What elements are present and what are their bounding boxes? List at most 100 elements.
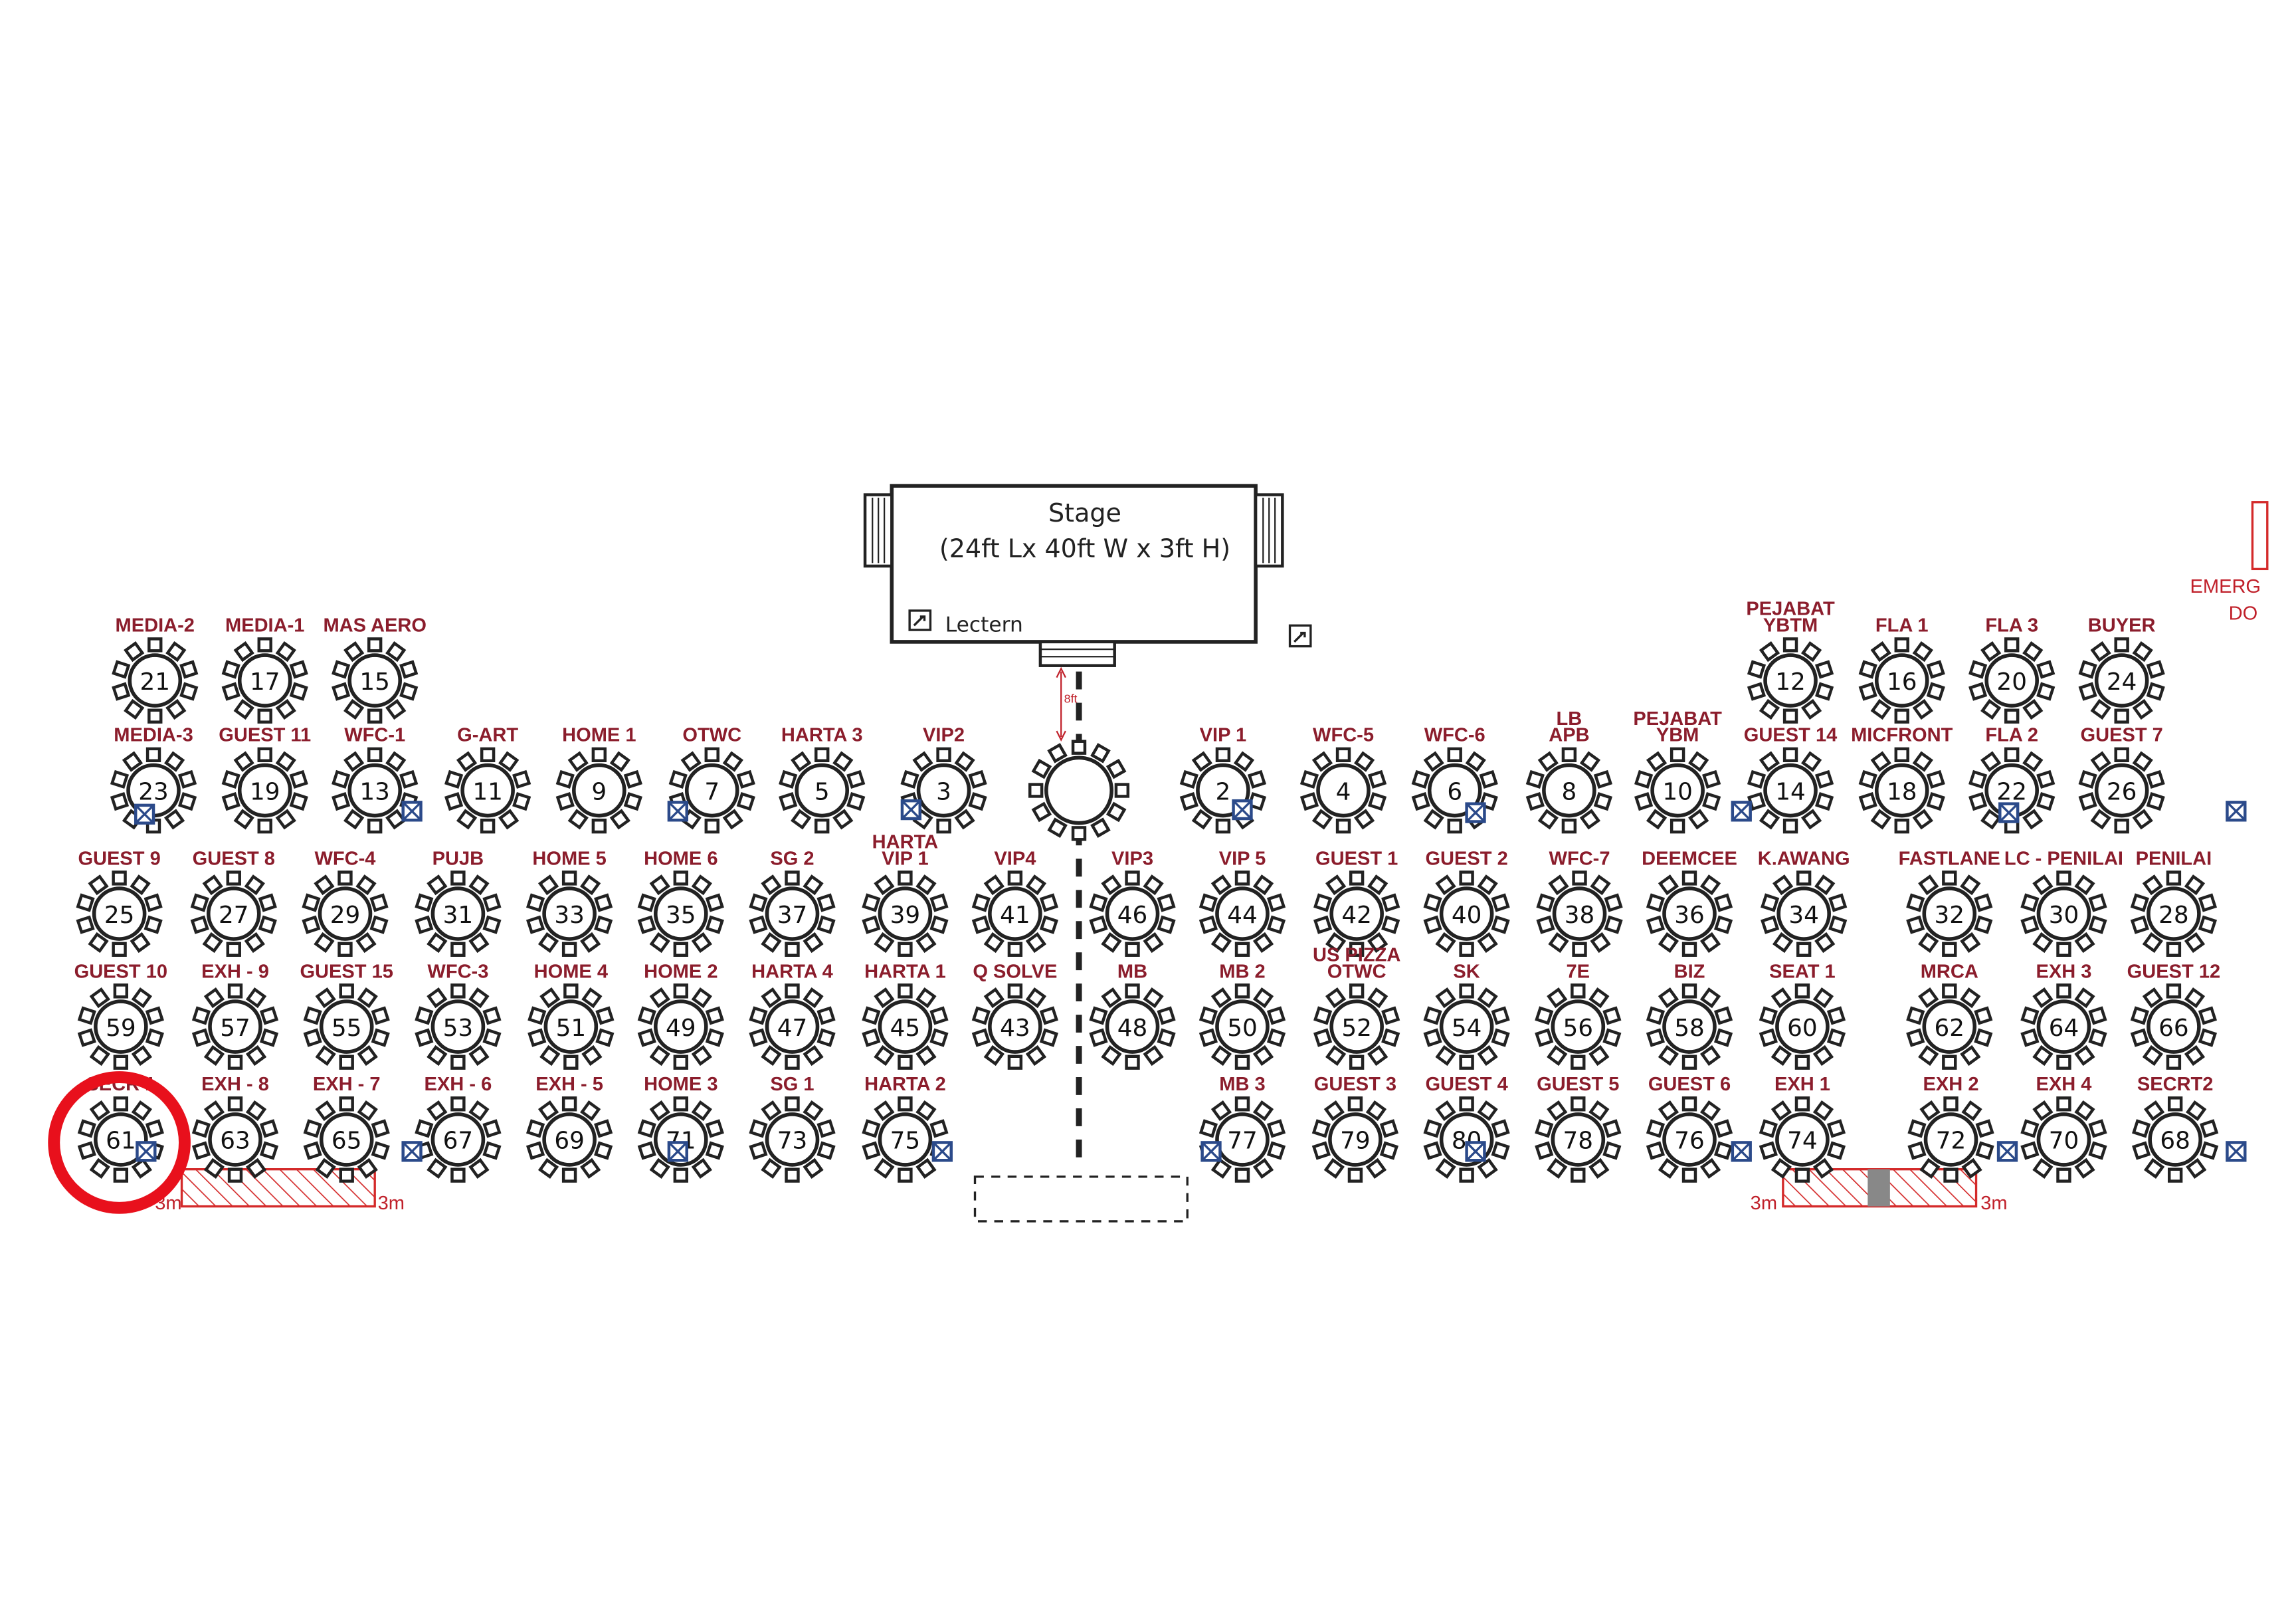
table-71[interactable]: 71HOME 3 — [637, 1074, 724, 1183]
table-label: HOME 6 — [644, 848, 718, 869]
chair — [1571, 1055, 1586, 1070]
table-top — [347, 653, 402, 708]
table-43[interactable]: 43Q SOLVE — [971, 961, 1059, 1070]
chair — [1826, 1141, 1846, 1160]
chair — [1814, 769, 1834, 789]
chair — [929, 1028, 949, 1047]
margin-label: 3m — [1980, 1193, 2007, 1214]
chair — [1266, 893, 1286, 912]
floor-box-icon — [667, 1141, 688, 1162]
table-11[interactable]: 11G-ART — [444, 725, 531, 834]
chair — [1681, 942, 1697, 957]
chair — [112, 942, 127, 957]
chair — [221, 769, 240, 789]
chair — [1266, 1141, 1286, 1160]
chair — [785, 1055, 800, 1070]
table-top — [1775, 1112, 1830, 1167]
head-table[interactable] — [1028, 740, 1130, 841]
chair — [144, 893, 163, 912]
table-top — [430, 886, 486, 941]
chair — [190, 893, 209, 912]
table-80[interactable]: 80GUEST 4 — [1423, 1074, 1510, 1183]
chair — [203, 987, 225, 1009]
chair — [816, 893, 836, 912]
chair — [1007, 1055, 1023, 1070]
chair — [2056, 1096, 2071, 1112]
chair — [2022, 751, 2044, 772]
table-top — [1775, 999, 1830, 1054]
table-34[interactable]: 34K.AWANG — [1758, 848, 1850, 957]
